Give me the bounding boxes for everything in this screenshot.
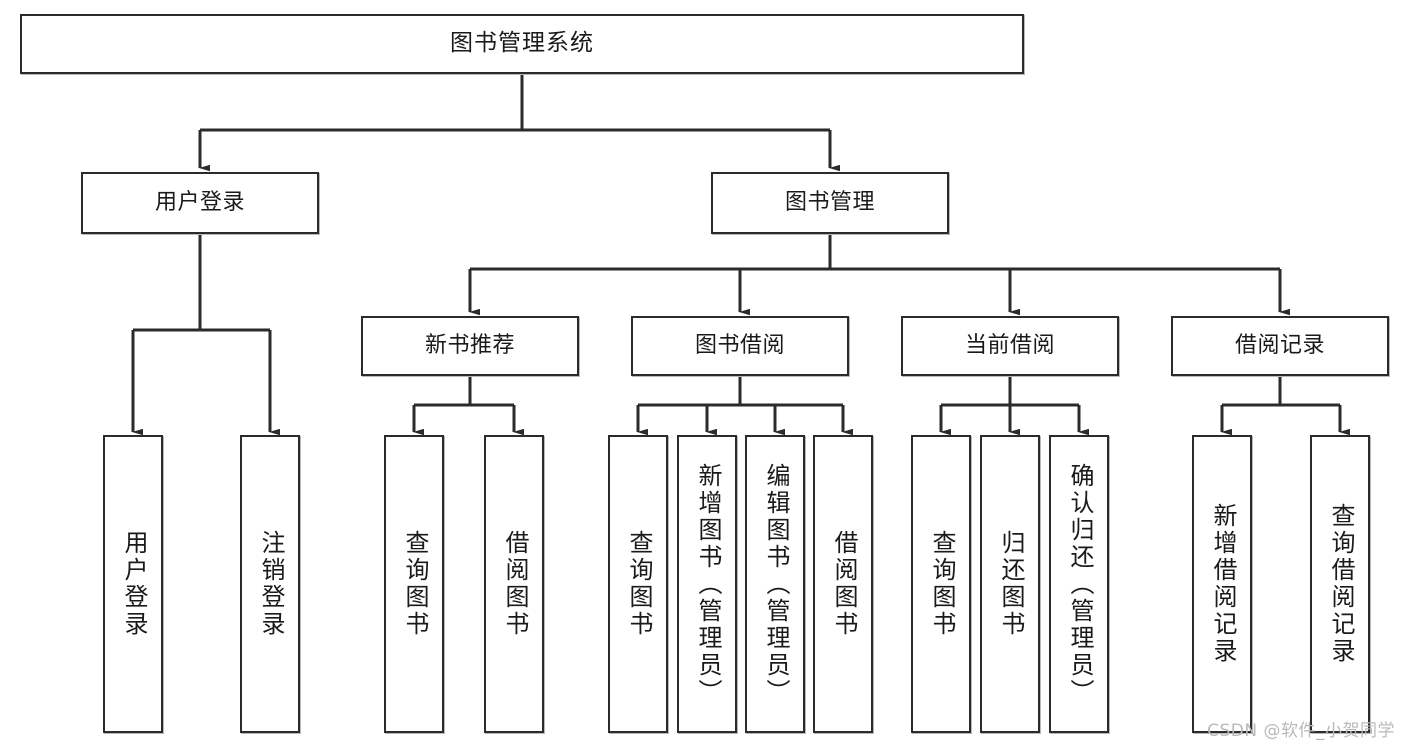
node-book-borrow[interactable]: 图书借阅: [631, 316, 849, 376]
node-leaf-add-book-label: 新增图书（管理员）: [693, 462, 722, 706]
node-leaf-query-record-label: 查询借阅记录: [1326, 503, 1355, 665]
node-leaf-query-book-2-label: 查询图书: [624, 530, 653, 638]
node-book-manage[interactable]: 图书管理: [711, 172, 949, 234]
node-leaf-query-book-3-label: 查询图书: [927, 530, 956, 638]
node-book-manage-label: 图书管理: [784, 190, 875, 216]
node-leaf-logout[interactable]: 注销登录: [240, 435, 300, 733]
node-leaf-add-record-label: 新增借阅记录: [1208, 503, 1237, 665]
node-leaf-confirm-return[interactable]: 确认归还（管理员）: [1049, 435, 1109, 733]
node-leaf-query-record[interactable]: 查询借阅记录: [1310, 435, 1370, 733]
node-leaf-query-book-1-label: 查询图书: [400, 530, 429, 638]
node-root[interactable]: 图书管理系统: [20, 14, 1024, 74]
node-leaf-borrow-book-2[interactable]: 借阅图书: [813, 435, 873, 733]
node-leaf-edit-book-label: 编辑图书（管理员）: [761, 462, 790, 706]
node-book-borrow-label: 图书借阅: [694, 333, 785, 359]
node-leaf-query-book-2[interactable]: 查询图书: [608, 435, 668, 733]
node-root-label: 图书管理系统: [450, 30, 594, 57]
node-leaf-edit-book[interactable]: 编辑图书（管理员）: [745, 435, 805, 733]
node-current-borrow[interactable]: 当前借阅: [901, 316, 1119, 376]
node-leaf-user-login[interactable]: 用户登录: [103, 435, 163, 733]
node-new-book-rec[interactable]: 新书推荐: [361, 316, 579, 376]
node-borrow-record-label: 借阅记录: [1234, 333, 1325, 359]
node-new-book-rec-label: 新书推荐: [424, 333, 515, 359]
node-leaf-return-book-label: 归还图书: [996, 530, 1025, 638]
node-borrow-record[interactable]: 借阅记录: [1171, 316, 1389, 376]
watermark-text: CSDN @软件_小贺同学: [1207, 721, 1395, 741]
node-leaf-query-book-3[interactable]: 查询图书: [911, 435, 971, 733]
node-leaf-add-record[interactable]: 新增借阅记录: [1192, 435, 1252, 733]
node-user-login[interactable]: 用户登录: [81, 172, 319, 234]
node-leaf-user-login-label: 用户登录: [119, 530, 148, 638]
node-leaf-return-book[interactable]: 归还图书: [980, 435, 1040, 733]
node-leaf-borrow-book-2-label: 借阅图书: [829, 530, 858, 638]
node-current-borrow-label: 当前借阅: [964, 333, 1055, 359]
node-leaf-borrow-book-1[interactable]: 借阅图书: [484, 435, 544, 733]
node-leaf-add-book[interactable]: 新增图书（管理员）: [677, 435, 737, 733]
node-leaf-confirm-return-label: 确认归还（管理员）: [1065, 462, 1094, 706]
node-user-login-label: 用户登录: [154, 190, 245, 216]
node-leaf-query-book-1[interactable]: 查询图书: [384, 435, 444, 733]
node-leaf-logout-label: 注销登录: [256, 530, 285, 638]
node-leaf-borrow-book-1-label: 借阅图书: [500, 530, 529, 638]
